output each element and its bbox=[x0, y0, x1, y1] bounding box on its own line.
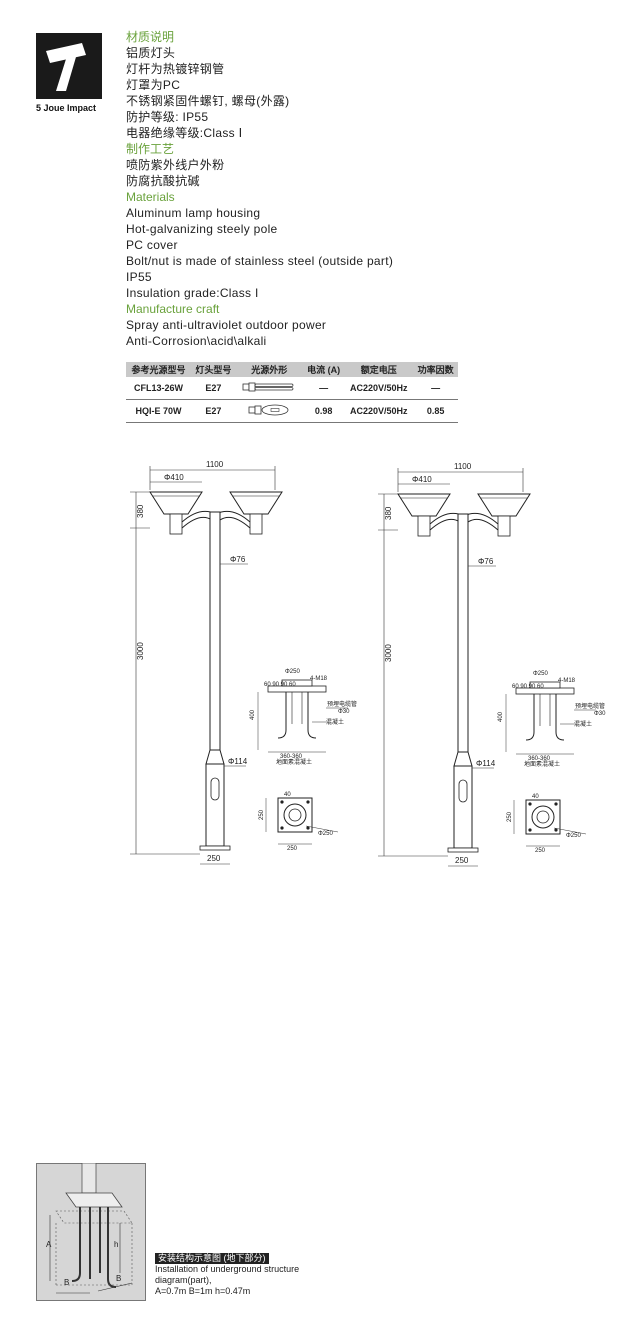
dim-bolt-pitch: Φ250 bbox=[285, 669, 300, 675]
install-caption: 安装结构示意图 (地下部分) Installation of undergrou… bbox=[155, 1253, 355, 1297]
lamp-shape-icon bbox=[235, 377, 303, 400]
table-header: 光源外形 bbox=[235, 362, 303, 377]
label-a: A bbox=[46, 1240, 52, 1249]
spec-line: PC cover bbox=[126, 238, 178, 252]
table-header: 功率因数 bbox=[413, 362, 458, 377]
spec-line: 铝质灯头 bbox=[126, 46, 176, 60]
dim-hole-2: 40 bbox=[532, 794, 539, 800]
table-header: 额定电压 bbox=[344, 362, 414, 377]
table-cell: AC220V/50Hz bbox=[344, 377, 414, 400]
dim-rod: Φ30 bbox=[338, 709, 350, 715]
install-title-cn: 安装结构示意图 (地下部分) bbox=[155, 1253, 269, 1264]
spec-heading: 材质说明 bbox=[126, 30, 175, 44]
dim-width: 1100 bbox=[206, 460, 224, 469]
dim-head-h: 380 bbox=[136, 504, 145, 518]
dim-width-2: 1100 bbox=[454, 462, 472, 471]
spec-heading: Materials bbox=[126, 190, 175, 204]
dim-head-dia-2: Φ410 bbox=[412, 475, 432, 484]
spec-line: IP55 bbox=[126, 270, 152, 284]
dim-found-w-2: 360-360 bbox=[528, 756, 551, 762]
dim-base-w: 250 bbox=[207, 854, 221, 863]
dim-pole-dia-2: Φ76 bbox=[478, 557, 494, 566]
table-cell: 0.98 bbox=[302, 399, 345, 423]
pole-drawing: 1100 Φ410 380 Φ76 3000 Φ114 250 Φ250 4-M… bbox=[129, 460, 606, 867]
dim-hole: 40 bbox=[284, 792, 291, 798]
dim-height-2: 3000 bbox=[384, 644, 393, 662]
dim-embed: 400 bbox=[250, 709, 256, 720]
install-dims: A=0.7m B=1m h=0.47m bbox=[155, 1286, 251, 1296]
dim-base-dia-2: Φ114 bbox=[476, 759, 496, 768]
table-cell: — bbox=[413, 377, 458, 400]
table-cell: — bbox=[302, 377, 345, 400]
spec-list: 材质说明铝质灯头灯杆为热镀锌钢管灯罩为PC 不锈钢紧固件螺钉, 螺母(外露) 防护等… bbox=[126, 29, 526, 349]
label-b-2: B bbox=[116, 1274, 121, 1283]
dim-plan-dia: Φ250 bbox=[318, 831, 333, 837]
label-ground-2: 地面素混凝土 bbox=[524, 760, 560, 768]
spec-line: 防腐抗酸抗碱 bbox=[126, 174, 200, 188]
dim-found-w: 360-360 bbox=[280, 754, 303, 760]
label-h: h bbox=[114, 1240, 118, 1249]
spec-line: Anti-Corrosion\acid\alkali bbox=[126, 334, 267, 348]
dim-height: 3000 bbox=[136, 642, 145, 660]
dim-base-dia: Φ114 bbox=[228, 757, 248, 766]
table-cell: HQI-E 70W bbox=[126, 399, 191, 423]
dim-embed-2: 400 bbox=[498, 711, 504, 722]
dim-head-dia: Φ410 bbox=[164, 473, 184, 482]
spec-line: 防护等级: IP55 bbox=[126, 110, 209, 124]
top-dims: 60 90 90 60 bbox=[264, 682, 296, 688]
spec-line: Spray anti-ultraviolet outdoor power bbox=[126, 318, 327, 332]
spec-line: 不锈钢紧固件螺钉, 螺母(外露) bbox=[126, 94, 290, 108]
table-header: 电流 (A) bbox=[302, 362, 345, 377]
lamp-shape-icon bbox=[235, 399, 303, 423]
label-pipe: 预埋电缆管 bbox=[327, 700, 357, 708]
spec-line: 灯杆为热镀锌钢管 bbox=[126, 62, 225, 76]
dim-sq-h-2: 250 bbox=[535, 848, 546, 854]
spec-line: Aluminum lamp housing bbox=[126, 206, 261, 220]
dim-bolt-2: 4-M18 bbox=[558, 678, 576, 684]
label-concrete: 混凝土 bbox=[326, 718, 344, 726]
label-b-1: B bbox=[64, 1278, 69, 1287]
hammer-icon bbox=[46, 43, 86, 91]
spec-line: 电器绝缘等级:Class Ⅰ bbox=[126, 126, 243, 140]
spec-heading: 制作工艺 bbox=[126, 142, 175, 156]
spec-line: 喷防紫外线户外粉 bbox=[126, 158, 225, 172]
table-cell: 0.85 bbox=[413, 399, 458, 423]
top-dims-2: 60 90 90 60 bbox=[512, 684, 544, 690]
dim-sq-v-2: 250 bbox=[507, 811, 513, 822]
label-ground: 地面素混凝土 bbox=[276, 758, 312, 766]
dim-bolt: 4-M18 bbox=[310, 676, 328, 682]
spec-line: Hot-galvanizing steely pole bbox=[126, 222, 278, 236]
dim-rod-2: Φ30 bbox=[594, 711, 606, 717]
table-cell: AC220V/50Hz bbox=[344, 399, 414, 423]
table-cell: CFL13-26W bbox=[126, 377, 191, 400]
spec-line: Insulation grade:Class I bbox=[126, 286, 259, 300]
spec-heading: Manufacture craft bbox=[126, 302, 220, 316]
dim-head-h-2: 380 bbox=[384, 506, 393, 520]
dim-sq-h: 250 bbox=[287, 846, 298, 852]
install-diagram: A h B B bbox=[36, 1163, 146, 1301]
brand-logo bbox=[36, 33, 102, 99]
spec-line: Bolt/nut is made of stainless steel (out… bbox=[126, 254, 394, 268]
table-header: 参考光源型号 bbox=[126, 362, 191, 377]
dim-sq-v: 250 bbox=[259, 809, 265, 820]
dim-bolt-pitch-2: Φ250 bbox=[533, 671, 548, 677]
label-pipe-2: 预埋电缆管 bbox=[575, 702, 605, 710]
table-header: 灯头型号 bbox=[190, 362, 236, 377]
table-cell: E27 bbox=[190, 377, 236, 400]
brand-name: 5 Joue Impact bbox=[36, 103, 97, 113]
table-cell: E27 bbox=[190, 399, 236, 423]
dim-plan-dia-2: Φ250 bbox=[566, 833, 581, 839]
label-concrete-2: 混凝土 bbox=[574, 720, 592, 728]
dim-base-w-2: 250 bbox=[455, 856, 469, 865]
spec-line: 灯罩为PC bbox=[126, 78, 181, 92]
dim-pole-dia: Φ76 bbox=[230, 555, 246, 564]
install-title-en: Installation of underground structure di… bbox=[155, 1264, 300, 1285]
